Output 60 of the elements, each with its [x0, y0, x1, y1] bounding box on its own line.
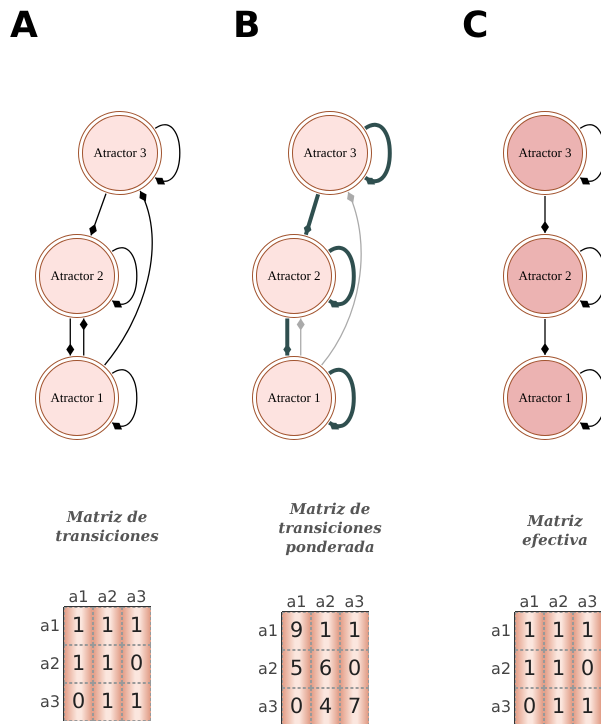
- attractor-label: Atractor 3: [303, 144, 357, 162]
- matrix-cell: 0: [282, 688, 311, 724]
- column-header: a3: [344, 594, 366, 610]
- row-header: a3: [39, 694, 60, 710]
- attractor-label: Atractor 1: [267, 389, 321, 408]
- matrix-cell: 9: [282, 612, 311, 650]
- matrix-cell: 5: [282, 650, 311, 688]
- matrix-cell: 0: [340, 650, 369, 688]
- attractor-label: Atractor 2: [50, 267, 104, 286]
- matrix-cell: 1: [340, 612, 369, 650]
- matrix-cell: 7: [340, 688, 369, 724]
- panel-letter: C: [462, 8, 488, 44]
- column-header: a2: [314, 594, 336, 610]
- attractor-label: Atractor 3: [518, 144, 572, 162]
- column-header: a3: [576, 594, 598, 610]
- attractor-label: Atractor 3: [93, 144, 147, 162]
- row-header: a3: [257, 699, 278, 715]
- column-header: a2: [548, 594, 570, 610]
- attractor-label: Atractor 1: [518, 389, 572, 408]
- row-header: a2: [39, 656, 60, 672]
- matrix-cell: 1: [544, 612, 573, 650]
- matrix-cell: 0: [573, 650, 601, 688]
- matrix-cell: 1: [544, 688, 573, 724]
- matrix-cell: 1: [122, 607, 151, 645]
- matrix-cell: 1: [64, 645, 93, 683]
- matrix-cell: 1: [515, 650, 544, 688]
- row-header: a1: [39, 618, 60, 634]
- matrix-cell: 1: [515, 612, 544, 650]
- attractor-label: Atractor 2: [518, 267, 572, 286]
- row-header: a2: [257, 661, 278, 677]
- row-header: a1: [490, 623, 511, 639]
- column-header: a3: [126, 589, 148, 605]
- panel-letter: A: [10, 8, 38, 44]
- matrix-cell: 1: [573, 688, 601, 724]
- attractor-label: Atractor 1: [50, 389, 104, 408]
- matrix-cell: 1: [93, 683, 122, 721]
- attractor-label: Atractor 2: [267, 267, 321, 286]
- matrix-cell: 1: [311, 612, 340, 650]
- matrix-cell: 1: [64, 607, 93, 645]
- matrix-cell: 6: [311, 650, 340, 688]
- matrix-cell: 1: [93, 645, 122, 683]
- matrix-cell: 1: [122, 683, 151, 721]
- matrix-cell: 0: [122, 645, 151, 683]
- panel-letter: B: [233, 8, 260, 44]
- matrix-cell: 0: [515, 688, 544, 724]
- matrix-cell: 1: [544, 650, 573, 688]
- row-header: a3: [490, 699, 511, 715]
- matrix-cell: 1: [573, 612, 601, 650]
- matrix-title: Matriz de transiciones ponderada: [277, 500, 383, 557]
- matrix-cell: 1: [93, 607, 122, 645]
- column-header: a1: [518, 594, 540, 610]
- matrix-cell: 4: [311, 688, 340, 724]
- matrix-cell: 0: [64, 683, 93, 721]
- matrix-title: Matriz efectiva: [521, 512, 589, 550]
- row-header: a1: [257, 623, 278, 639]
- column-header: a2: [96, 589, 118, 605]
- matrix-title: Matriz de transiciones: [54, 508, 160, 546]
- column-header: a1: [286, 594, 308, 610]
- column-header: a1: [68, 589, 90, 605]
- row-header: a2: [490, 661, 511, 677]
